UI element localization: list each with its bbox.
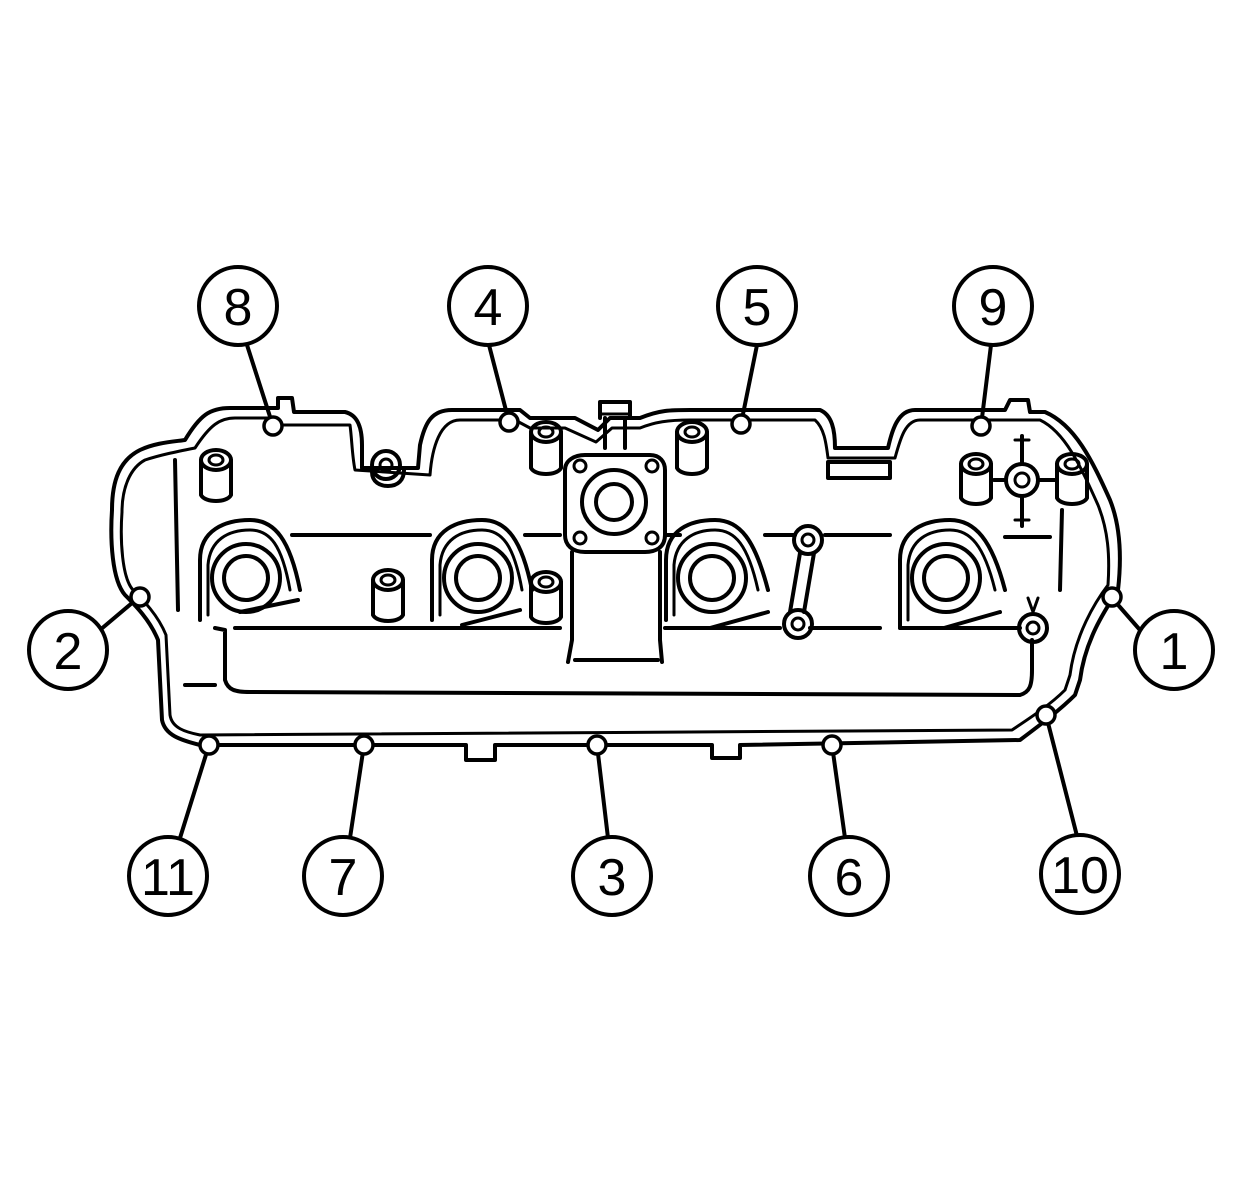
breather-linkage: [782, 524, 1049, 644]
callout-label: 6: [835, 849, 864, 907]
post: [675, 420, 709, 476]
callout-11: 11: [127, 835, 209, 917]
bolt-11: [198, 734, 220, 756]
callout-7: 7: [302, 835, 384, 917]
callout-label: 3: [598, 849, 627, 907]
post: [1055, 452, 1089, 506]
bolt-5: [730, 413, 752, 435]
callout-label: 1: [1160, 623, 1189, 681]
callout-label: 4: [474, 279, 503, 337]
plug-well-4: [898, 518, 1007, 630]
callout-3: 3: [571, 835, 653, 917]
callout-label: 8: [224, 279, 253, 337]
callout-label: 10: [1051, 847, 1109, 905]
cover-gasket-outline: [109, 396, 1122, 762]
bolt-9: [970, 415, 992, 437]
post: [959, 452, 993, 506]
callout-5: 5: [716, 265, 798, 347]
callouts: 8 4 5 9 2 1 11 7: [27, 265, 1215, 917]
callout-2: 2: [27, 609, 109, 691]
plug-well-3: [664, 518, 770, 630]
callout-label: 5: [743, 279, 772, 337]
bolt-3: [586, 734, 608, 756]
callout-9: 9: [952, 265, 1034, 347]
internal-oil-rail: [183, 508, 1064, 697]
bolt-1: [1101, 586, 1123, 608]
post: [199, 448, 233, 503]
post: [529, 420, 563, 476]
callout-label: 7: [329, 849, 358, 907]
callout-label: 9: [979, 279, 1008, 337]
bolt-holes: [129, 411, 1123, 756]
pcv-valve-fitting: [992, 434, 1058, 528]
bracket-boss: [370, 449, 406, 488]
callout-4: 4: [447, 265, 529, 347]
bolt-2: [129, 586, 151, 608]
callout-label: 11: [141, 849, 195, 907]
plug-well-1: [198, 518, 302, 622]
bolt-4: [498, 411, 520, 433]
callout-8: 8: [197, 265, 279, 347]
center-sensor-module: [563, 400, 667, 664]
bolt-8: [262, 415, 284, 437]
bolt-6: [821, 734, 843, 756]
standoff-posts: [199, 420, 1089, 625]
post: [529, 570, 563, 625]
callout-6: 6: [808, 835, 890, 917]
post: [371, 568, 405, 623]
bolt-10: [1035, 704, 1057, 726]
callout-1: 1: [1133, 609, 1215, 691]
bolt-7: [353, 734, 375, 756]
plug-well-2: [430, 518, 534, 627]
callout-10: 10: [1039, 833, 1121, 915]
top-right-pad: [826, 460, 892, 480]
callout-label: 2: [54, 623, 83, 681]
